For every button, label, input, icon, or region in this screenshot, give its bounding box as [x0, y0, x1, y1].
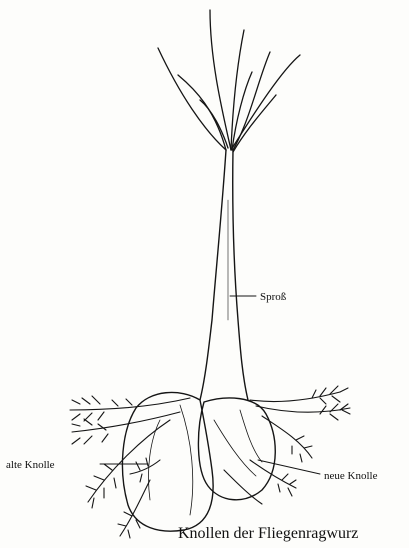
- leader-lines: [100, 296, 320, 474]
- old-tuber-label: alte Knolle: [6, 459, 55, 471]
- new-tuber: [198, 398, 275, 500]
- shoot-label: Sproß: [260, 291, 287, 303]
- roots: [70, 386, 350, 538]
- new-tuber-label: neue Knolle: [324, 470, 378, 482]
- caption: Knollen der Fliegenragwurz: [178, 525, 358, 542]
- stem: [200, 150, 248, 400]
- leaf-tips: [158, 10, 300, 152]
